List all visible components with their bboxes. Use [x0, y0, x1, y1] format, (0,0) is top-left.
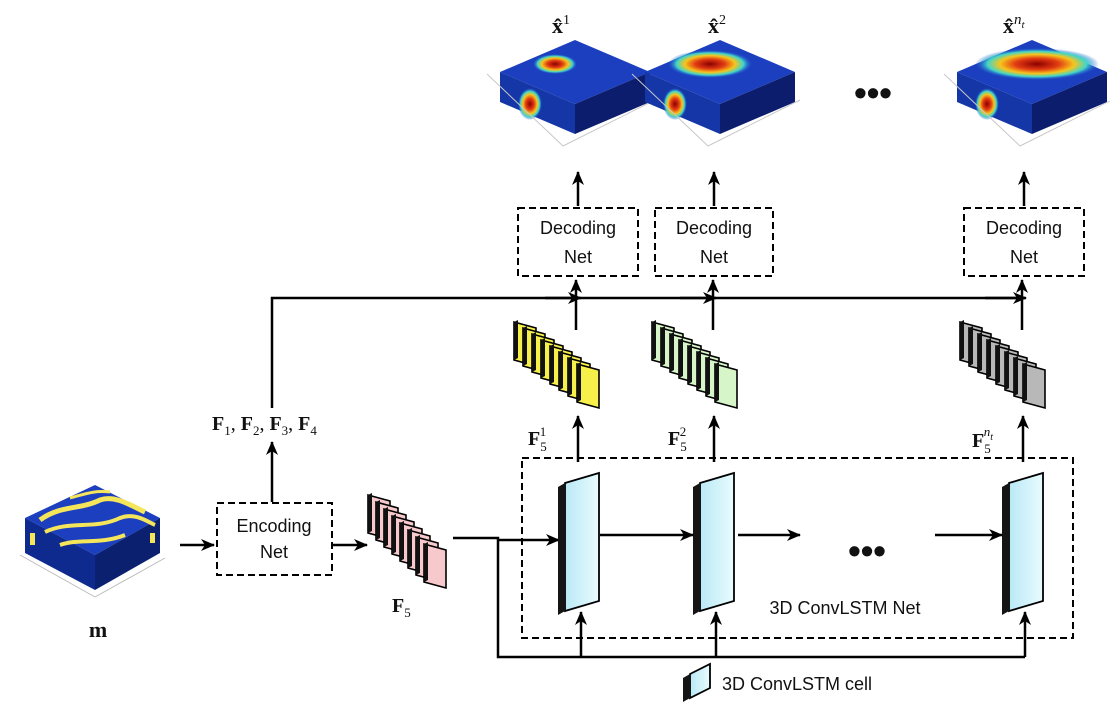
skip-connection-line	[270, 296, 1025, 408]
feature-map-edge	[523, 326, 527, 366]
injection-zone	[663, 88, 687, 120]
decoding-net-3-line2: Net	[1010, 247, 1038, 267]
feature-map-edge	[424, 542, 428, 582]
ellipsis-lstm: •••	[848, 530, 886, 571]
feature-map-edge	[688, 344, 692, 384]
cell-face	[1008, 471, 1044, 613]
legend-cell-label: 3D ConvLSTM cell	[722, 674, 872, 694]
decoding-net-3-line1: Decoding	[986, 218, 1062, 238]
cell-face	[564, 471, 600, 613]
injection-zone	[975, 88, 999, 120]
feature-map-edge	[416, 535, 420, 575]
decoding-net-1-line2: Net	[564, 247, 592, 267]
input-permeability-cube	[19, 485, 166, 598]
convlstm-net-label: 3D ConvLSTM Net	[769, 598, 920, 618]
injection-zone	[518, 88, 542, 120]
feature-map-edge	[384, 507, 388, 547]
cell-face	[699, 471, 735, 613]
cell-edge	[1002, 483, 1009, 615]
output-label-2: x̂2	[708, 13, 726, 38]
feature-map-edge	[514, 320, 518, 360]
feature-map-edge	[697, 350, 701, 390]
feature-map-edge	[376, 500, 380, 540]
feature-map-edge	[679, 338, 683, 378]
feature-map-edge	[1023, 362, 1027, 402]
feature-map-edge	[532, 332, 536, 372]
feature-map-edge	[996, 344, 1000, 384]
feature-map-edge	[1014, 356, 1018, 396]
feature-map-edge	[400, 521, 404, 561]
encoding-net-line2: Net	[260, 542, 288, 562]
cube-axis	[631, 73, 801, 147]
feature-map-edge	[559, 350, 563, 390]
cell-face	[689, 662, 711, 700]
feature-label-t1: F51	[528, 424, 547, 454]
feature-map-edge	[978, 332, 982, 372]
cube-axis	[486, 73, 656, 147]
convlstm-net-box	[521, 457, 1074, 639]
f5-feature-stack	[367, 493, 447, 590]
convlstm-cell-2	[693, 471, 735, 615]
legend-convlstm-cell-icon	[683, 662, 711, 702]
decoding-net-box-2: Decoding Net	[654, 207, 774, 277]
decoding-net-2-line2: Net	[700, 247, 728, 267]
convlstm-cell-1	[558, 471, 600, 615]
decoding-net-box-1: Decoding Net	[517, 207, 639, 277]
feature-stack-t2	[651, 320, 738, 410]
output-state-cube-2	[631, 40, 801, 147]
encoding-net-line1: Encoding	[236, 516, 311, 536]
feature-map-edge	[670, 332, 674, 372]
feature-stack-tn	[959, 320, 1046, 410]
feature-map-edge	[408, 528, 412, 568]
feature-map-edge	[706, 356, 710, 396]
feature-map-edge	[960, 320, 964, 360]
feature-map-edge	[661, 326, 665, 366]
feature-stack-t1	[513, 320, 600, 410]
cell-edge	[683, 674, 690, 702]
cube-right-face	[720, 72, 795, 134]
decoding-net-2-line1: Decoding	[676, 218, 752, 238]
feature-map-edge	[541, 338, 545, 378]
convlstm-cell-3	[1002, 471, 1044, 615]
cell-edge	[558, 483, 565, 615]
feature-label-t2: F52	[668, 424, 687, 454]
cube-right-face	[575, 72, 650, 134]
output-label-n: x̂nt	[1003, 12, 1026, 38]
feature-map-edge	[1005, 350, 1009, 390]
feature-map-edge	[368, 493, 372, 533]
f5-label: F5	[392, 595, 411, 620]
feature-map-edge	[568, 356, 572, 396]
feature-map-edge	[392, 514, 396, 554]
feature-map-edge	[652, 320, 656, 360]
skip-features-label: F1, F2, F3, F4	[212, 413, 317, 438]
output-state-cube-1	[486, 40, 656, 147]
cube-right-face	[1032, 72, 1107, 134]
output-state-cube-n	[943, 40, 1110, 147]
pressure-plume	[668, 50, 752, 78]
input-label: m	[89, 617, 107, 642]
feature-map-edge	[969, 326, 973, 366]
decoding-net-1-line1: Decoding	[540, 218, 616, 238]
decoding-net-box-3: Decoding Net	[963, 207, 1085, 277]
pressure-plume	[975, 48, 1099, 80]
output-label-1: x̂1	[552, 13, 570, 38]
feature-map-edge	[715, 362, 719, 402]
ellipsis-outputs: •••	[854, 72, 892, 113]
f5-to-lstm-line	[453, 536, 1025, 659]
pressure-plume	[533, 54, 577, 74]
feature-map-edge	[987, 338, 991, 378]
cube-axis	[943, 73, 1110, 147]
feature-label-tn: F5nt	[972, 424, 993, 456]
feature-map-edge	[550, 344, 554, 384]
cell-edge	[693, 483, 700, 615]
feature-map-edge	[577, 362, 581, 402]
encoding-net-box: Encoding Net	[216, 502, 333, 576]
